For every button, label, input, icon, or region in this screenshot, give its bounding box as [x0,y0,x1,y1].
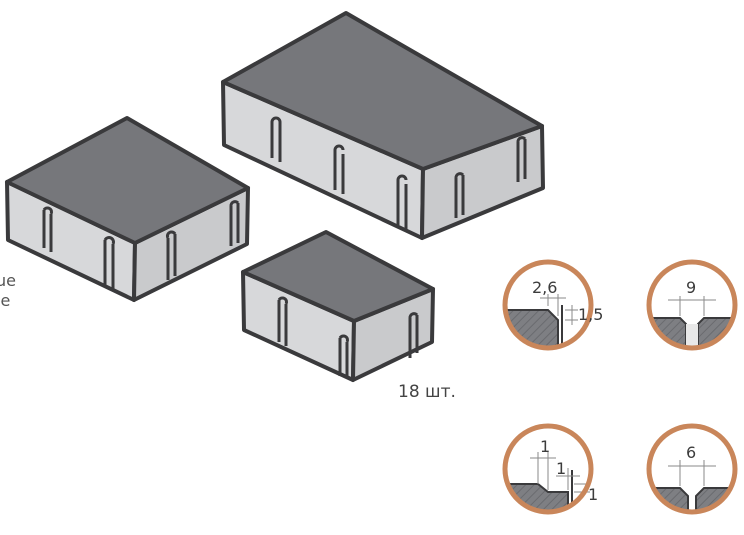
large-paving-block [221,11,545,240]
dim-b: 1 [556,459,566,478]
left-text-line-1: ue [0,271,16,290]
dim-depth: 1,5 [578,305,603,324]
left-text-line-2: le [0,291,11,310]
dim-a: 1 [540,437,550,456]
detail-chamfer-b: 1 1 1 [502,423,598,515]
small-paving-block [241,230,435,382]
dim-c: 1 [588,485,598,504]
dim-width: 2,6 [532,278,557,297]
detail-joint-wide: 9 [646,259,738,351]
dim-joint: 9 [686,278,696,297]
pieces-count: 18 шт. [398,382,456,402]
detail-chamfer-a: 2,6 1,5 [502,259,603,351]
detail-joint-narrow: 6 [646,423,738,515]
medium-paving-block [5,116,250,302]
dim-joint-narrow: 6 [686,443,696,462]
